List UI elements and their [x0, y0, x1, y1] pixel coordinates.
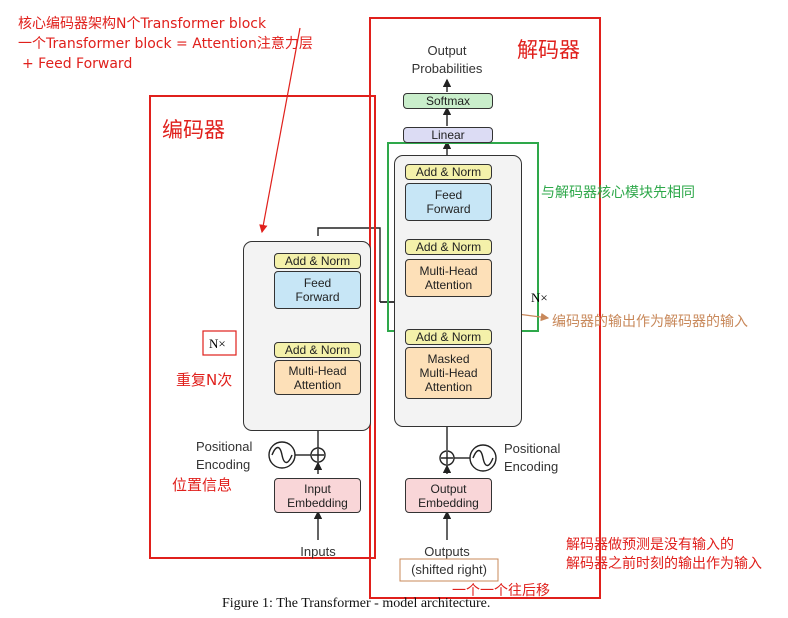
encoder-add-norm-top: Add & Norm [274, 253, 361, 269]
encoder-title: 编码器 [162, 118, 225, 142]
decoder-linear: Linear [403, 127, 493, 143]
decoder-add-norm-bottom: Add & Norm [405, 329, 492, 345]
decoder-softmax: Softmax [403, 93, 493, 109]
encoder-add-norm-bottom: Add & Norm [274, 342, 361, 358]
decoder-positional-encoding-label: Positional Encoding [504, 441, 561, 474]
decoder-pred-line2: 解码器之前时刻的输出作为输入 [566, 556, 762, 572]
decoder-pred-line1: 解码器做预测是没有输入的 [566, 537, 734, 553]
encoder-multi-head-attention: Multi-Head Attention [274, 360, 361, 395]
decoder-title: 解码器 [517, 38, 580, 62]
decoder-add-norm-mid: Add & Norm [405, 239, 492, 255]
encoder-feed-forward: Feed Forward [274, 271, 361, 309]
repeat-n-note: 重复N次 [176, 371, 233, 389]
figure-caption: Figure 1: The Transformer - model archit… [222, 596, 491, 611]
encoder-stack [243, 241, 371, 431]
same-as-decoder-note: 与解码器核心模块先相同 [541, 185, 695, 201]
decoder-output-embedding: Output Embedding [405, 478, 492, 513]
decoder-feed-forward: Feed Forward [405, 183, 492, 221]
encoder-input-embedding: Input Embedding [274, 478, 361, 513]
shift-note: 一个一个往后移 [452, 583, 550, 599]
position-info-note: 位置信息 [172, 476, 233, 494]
decoder-multi-head-attention: Multi-Head Attention [405, 259, 492, 297]
top-note-line2: 一个Transformer block = Attention注意力层 [18, 36, 313, 52]
decoder-masked-multi-head-attention: Masked Multi-Head Attention [405, 347, 492, 399]
encoder-inputs-label: Inputs [300, 544, 336, 559]
output-probabilities-label: Output Probabilities [411, 43, 483, 76]
decoder-nx-label: N× [531, 290, 548, 305]
encoder-nx-label: N× [209, 336, 226, 351]
encoder-positional-encoding-label: Positional Encoding [196, 439, 253, 472]
enc-out-as-dec-in-note: 编码器的输出作为解码器的输入 [552, 314, 748, 330]
decoder-outputs-label: Outputs [424, 544, 470, 559]
top-note-line1: 核心编码器架构N个Transformer block [18, 16, 267, 32]
top-note-line3: + Feed Forward [22, 56, 133, 72]
decoder-add-norm-top: Add & Norm [405, 164, 492, 180]
decoder-shifted-right-label: (shifted right) [411, 562, 487, 577]
